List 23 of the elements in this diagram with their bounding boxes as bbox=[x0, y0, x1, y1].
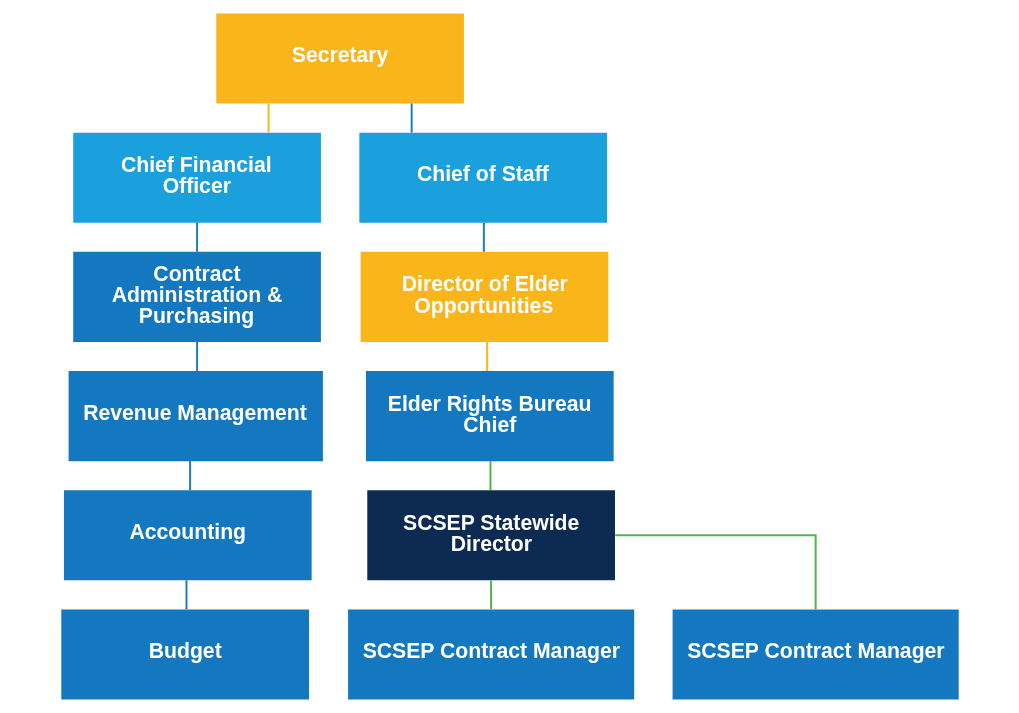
connector bbox=[485, 340, 488, 372]
node-box: SCSEP Statewide Director bbox=[366, 490, 615, 581]
node-box: Accounting bbox=[63, 490, 312, 581]
connector bbox=[488, 460, 491, 492]
connector bbox=[195, 340, 198, 372]
node-box: Secretary bbox=[215, 13, 464, 104]
node-box: Chief Financial Officer bbox=[72, 132, 321, 223]
node-box: Budget bbox=[60, 609, 309, 700]
node-box: Contract Administration & Purchasing bbox=[72, 251, 321, 342]
node-box: SCSEP Contract Manager bbox=[347, 609, 634, 700]
connector bbox=[613, 534, 817, 611]
connector bbox=[184, 579, 187, 611]
node-box: Revenue Management bbox=[68, 371, 323, 462]
connector bbox=[489, 579, 492, 611]
connector bbox=[188, 460, 191, 492]
node-box: SCSEP Contract Manager bbox=[672, 609, 959, 700]
node-box: Elder Rights Bureau Chief bbox=[365, 371, 614, 462]
connector bbox=[410, 102, 413, 134]
node-box: Director of Elder Opportunities bbox=[360, 251, 608, 342]
connector bbox=[267, 102, 270, 134]
node-box: Chief of Staff bbox=[358, 132, 607, 223]
connector bbox=[482, 221, 485, 253]
connector bbox=[195, 221, 198, 253]
